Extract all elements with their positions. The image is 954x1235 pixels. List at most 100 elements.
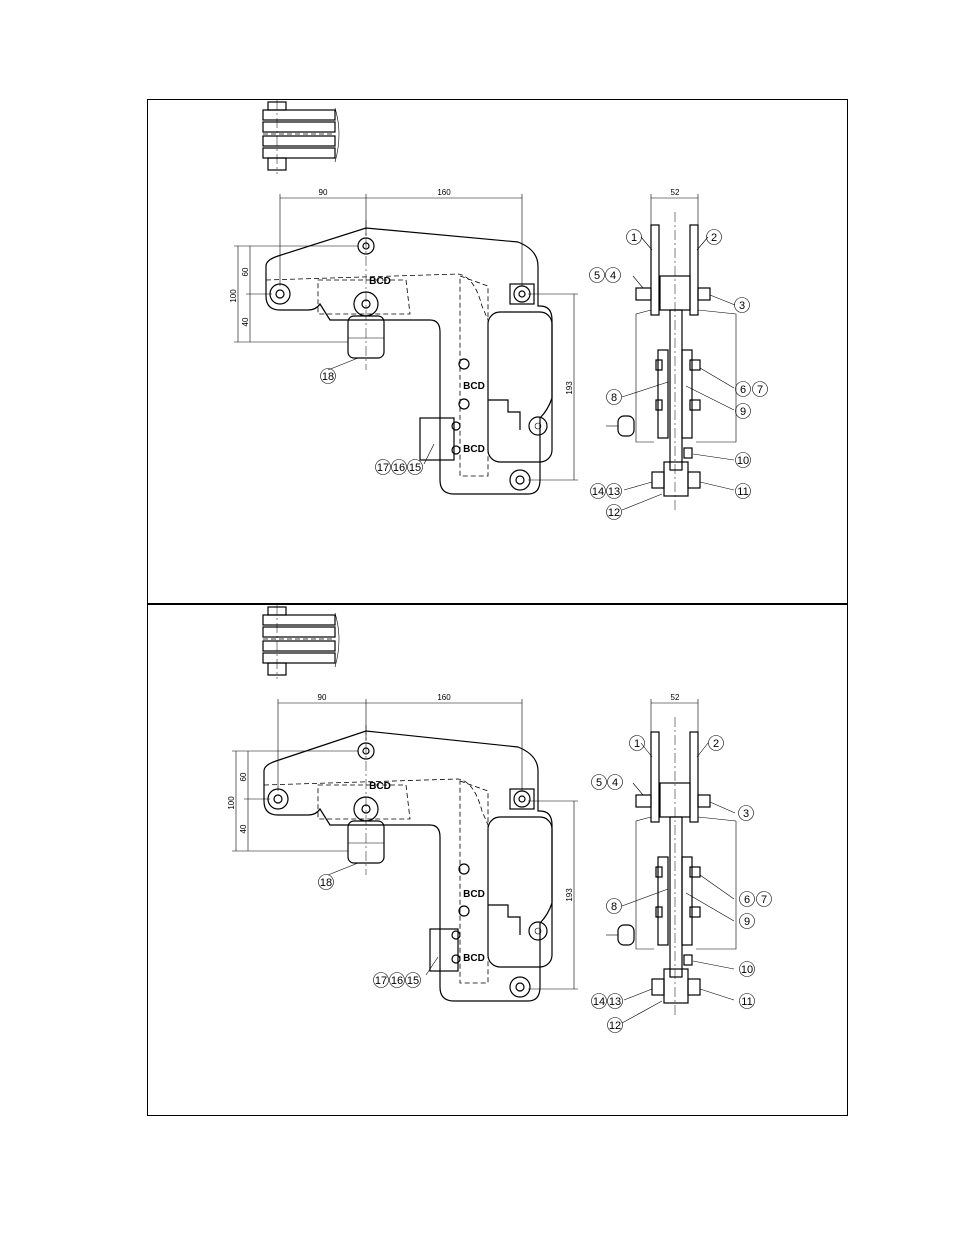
arm-body bbox=[266, 228, 552, 494]
callout-9: 9 bbox=[740, 914, 755, 929]
callout-number: 1 bbox=[631, 232, 637, 244]
slot-hole bbox=[529, 417, 547, 435]
callout-number: 18 bbox=[322, 371, 334, 383]
callout-number: 10 bbox=[737, 455, 749, 467]
callout-number: 10 bbox=[741, 964, 753, 976]
callout-number: 13 bbox=[609, 996, 621, 1008]
callout-number: 8 bbox=[611, 392, 617, 404]
bcd-label: BCD bbox=[463, 381, 485, 392]
dim-160: 160 bbox=[437, 693, 451, 702]
callout-15: 15 bbox=[406, 973, 421, 988]
callout-1: 1 bbox=[627, 230, 642, 245]
dim-193: 193 bbox=[565, 888, 574, 902]
callout-17: 17 bbox=[376, 460, 391, 475]
callout-18: 18 bbox=[319, 875, 334, 890]
bolt-left bbox=[270, 284, 290, 304]
callout-number: 7 bbox=[761, 894, 767, 906]
dim-40: 40 bbox=[239, 824, 248, 833]
clamp-pad bbox=[348, 725, 384, 875]
callout-4: 4 bbox=[606, 268, 621, 283]
dim-90: 90 bbox=[319, 188, 328, 197]
callout-number: 18 bbox=[320, 877, 332, 889]
technical-drawing: 90 160 52 60 100 40 193 BCD BCD BCD bbox=[148, 100, 849, 605]
callout-number: 6 bbox=[740, 384, 746, 396]
bolt-right-bottom bbox=[510, 977, 530, 997]
callout-5: 5 bbox=[592, 775, 607, 790]
callout-8: 8 bbox=[607, 899, 622, 914]
callout-11: 11 bbox=[740, 994, 755, 1009]
side-view bbox=[606, 212, 736, 510]
dim-60: 60 bbox=[239, 772, 248, 781]
dim-100: 100 bbox=[227, 796, 236, 810]
callout-11: 11 bbox=[736, 484, 751, 499]
callout-7: 7 bbox=[757, 892, 772, 907]
dim-193: 193 bbox=[565, 381, 574, 395]
callout-number: 13 bbox=[608, 486, 620, 498]
callout-8: 8 bbox=[607, 390, 622, 405]
callout-number: 1 bbox=[634, 738, 640, 750]
bcd-label: BCD bbox=[369, 276, 391, 287]
callout-7: 7 bbox=[753, 382, 768, 397]
callout-18: 18 bbox=[321, 369, 336, 384]
callout-number: 3 bbox=[743, 808, 749, 820]
callout-5: 5 bbox=[590, 268, 605, 283]
callout-number: 15 bbox=[407, 975, 419, 987]
callout-number: 11 bbox=[741, 996, 752, 1008]
side-view bbox=[606, 717, 736, 1017]
detail-thumbnail bbox=[263, 605, 339, 679]
callout-number: 4 bbox=[610, 270, 616, 282]
bcd-label: BCD bbox=[463, 953, 485, 964]
callout-9: 9 bbox=[736, 404, 751, 419]
callout-number: 12 bbox=[609, 1020, 621, 1032]
dim-160: 160 bbox=[437, 188, 451, 197]
callout-number: 4 bbox=[612, 777, 618, 789]
callout-4: 4 bbox=[608, 775, 623, 790]
callout-10: 10 bbox=[736, 453, 751, 468]
callout-number: 16 bbox=[393, 462, 405, 474]
bracket-plate bbox=[430, 929, 458, 971]
callout-6: 6 bbox=[740, 892, 755, 907]
callout-number: 14 bbox=[592, 486, 604, 498]
bolt-right-bottom bbox=[510, 470, 530, 490]
callout-number: 5 bbox=[594, 270, 600, 282]
callout-16: 16 bbox=[392, 460, 407, 475]
callout-number: 9 bbox=[744, 916, 750, 928]
callout-6: 6 bbox=[736, 382, 751, 397]
callout-15: 15 bbox=[408, 460, 423, 475]
callout-16: 16 bbox=[390, 973, 405, 988]
slot-hole bbox=[529, 922, 547, 940]
callout-number: 17 bbox=[375, 975, 387, 987]
callout-number: 5 bbox=[596, 777, 602, 789]
callout-number: 11 bbox=[737, 486, 748, 498]
callout-3: 3 bbox=[739, 806, 754, 821]
callout-number: 6 bbox=[744, 894, 750, 906]
bolt-left bbox=[268, 789, 288, 809]
bcd-label: BCD bbox=[369, 781, 391, 792]
callout-12: 12 bbox=[608, 1018, 623, 1033]
callout-14: 14 bbox=[592, 994, 607, 1009]
dim-40: 40 bbox=[241, 317, 250, 326]
callout-number: 7 bbox=[757, 384, 763, 396]
callout-number: 14 bbox=[593, 996, 605, 1008]
dim-52: 52 bbox=[671, 188, 680, 197]
callout-2: 2 bbox=[707, 230, 722, 245]
arm-body bbox=[264, 731, 552, 1001]
callout-12: 12 bbox=[607, 505, 622, 520]
callout-14: 14 bbox=[591, 484, 606, 499]
callout-17: 17 bbox=[374, 973, 389, 988]
bcd-label: BCD bbox=[463, 889, 485, 900]
technical-drawing: 90 160 52 60 100 40 193 BCD BCD BCD bbox=[148, 605, 849, 1117]
callout-2: 2 bbox=[709, 736, 724, 751]
callout-number: 17 bbox=[377, 462, 389, 474]
callout-number: 16 bbox=[391, 975, 403, 987]
callout-number: 3 bbox=[739, 300, 745, 312]
callout-number: 9 bbox=[740, 406, 746, 418]
bolt-right-top bbox=[510, 789, 534, 809]
callout-3: 3 bbox=[735, 298, 750, 313]
bcd-label: BCD bbox=[463, 444, 485, 455]
callout-13: 13 bbox=[608, 994, 623, 1009]
drawing-panel-top: 90 160 52 60 100 40 193 BCD BCD BCD bbox=[147, 99, 848, 604]
callout-10: 10 bbox=[740, 962, 755, 977]
clamp-pad bbox=[348, 220, 384, 370]
bracket-plate bbox=[420, 418, 454, 460]
